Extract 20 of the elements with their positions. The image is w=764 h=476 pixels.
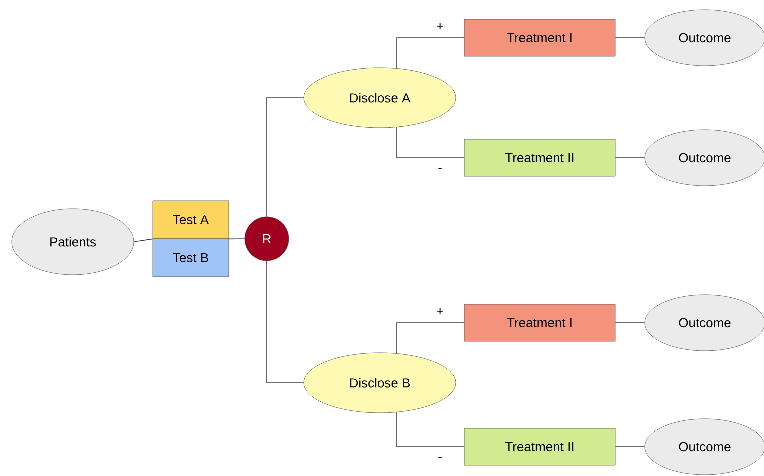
connector-line bbox=[615, 322, 646, 324]
connector-line bbox=[266, 98, 304, 218]
edge-label: + bbox=[437, 308, 444, 315]
treatment-box: Treatment II bbox=[464, 428, 616, 466]
connector-line bbox=[228, 238, 246, 240]
connector-line bbox=[615, 446, 646, 448]
treatment-box: Treatment II bbox=[464, 139, 616, 177]
connector-line bbox=[266, 260, 304, 384]
edge-label: - bbox=[438, 168, 442, 170]
connector-line bbox=[396, 127, 465, 158]
test-box: Test B bbox=[152, 238, 230, 278]
connector-line bbox=[396, 38, 465, 69]
edge-label: + bbox=[437, 23, 444, 30]
test-box: Test A bbox=[152, 200, 230, 240]
edge-label: - bbox=[438, 457, 442, 458]
treatment-box: Treatment I bbox=[464, 19, 616, 57]
connector-line bbox=[134, 238, 154, 242]
connector-line bbox=[396, 322, 465, 354]
connector-line bbox=[396, 412, 465, 448]
treatment-box: Treatment I bbox=[464, 304, 616, 342]
